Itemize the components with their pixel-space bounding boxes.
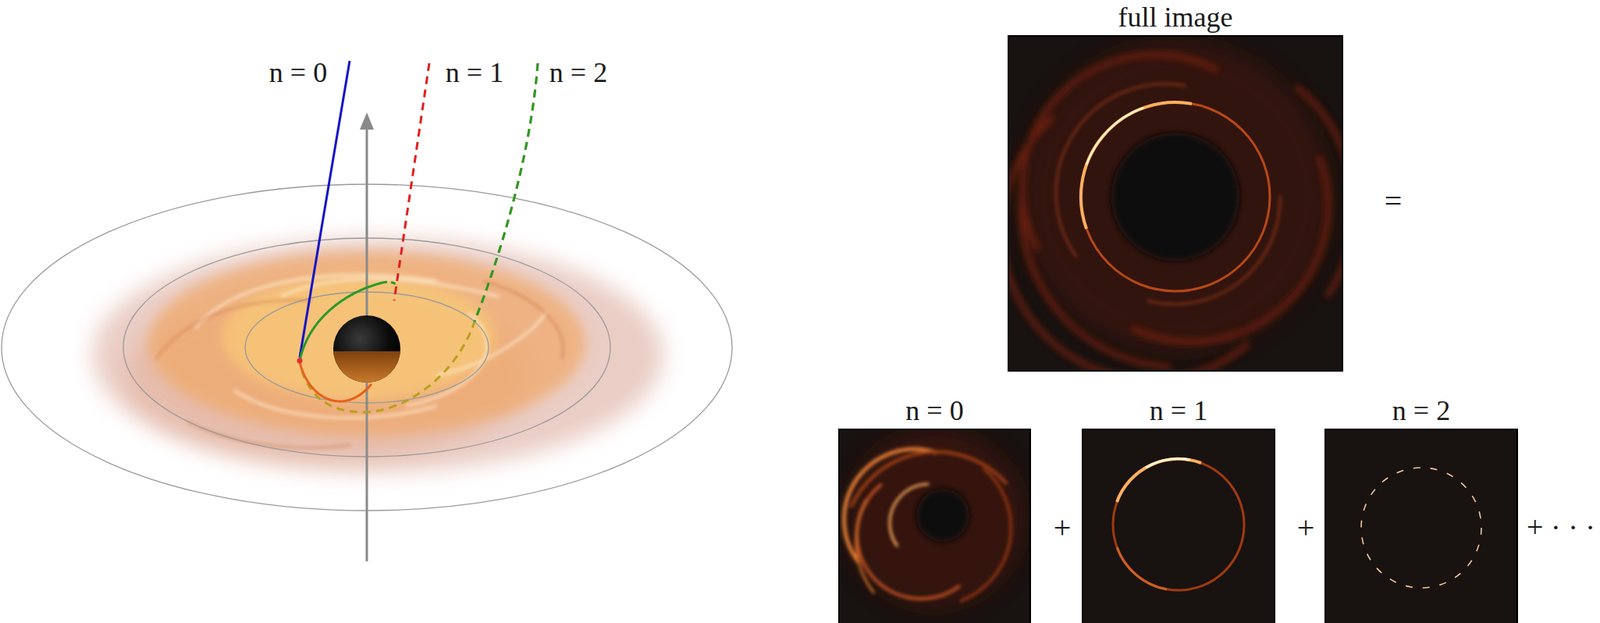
equals-sign: =	[1384, 184, 1403, 219]
light-ray	[297, 60, 384, 402]
order-label: n = 1	[445, 57, 504, 89]
image-render	[1325, 429, 1518, 623]
image-render	[1002, 35, 1355, 380]
image-panel: n = 0	[839, 429, 1031, 623]
black-hole	[333, 315, 401, 383]
panel-heading: n = 0	[905, 395, 964, 427]
order-label: n = 0	[269, 57, 328, 89]
image-render	[839, 428, 1031, 623]
order-label: n = 2	[549, 57, 608, 89]
plus-sign: +	[1297, 510, 1316, 545]
image-panel: full image	[1008, 35, 1343, 371]
image-render	[1082, 429, 1275, 623]
accretion-disk	[92, 238, 664, 473]
image-panel: n = 1	[1082, 429, 1275, 623]
panel-heading: n = 1	[1149, 395, 1208, 427]
light-ray	[301, 63, 538, 413]
image-panel: n = 2	[1325, 429, 1518, 623]
plus-sign: + · · ·	[1526, 511, 1596, 544]
plus-sign: +	[1053, 510, 1072, 545]
panel-heading: full image	[1118, 2, 1234, 34]
panel-heading: n = 2	[1392, 395, 1451, 427]
